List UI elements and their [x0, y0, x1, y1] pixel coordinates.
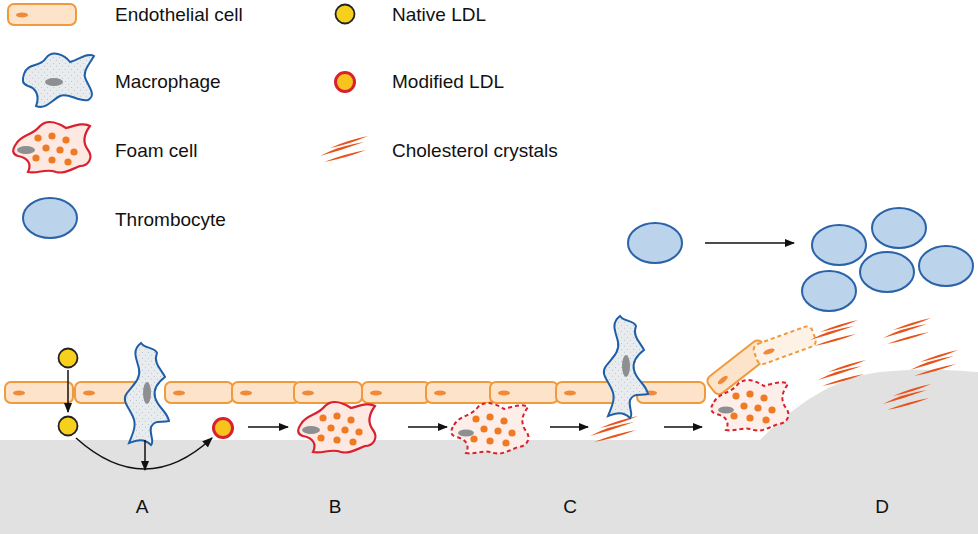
- stage-b-foam-cell: [298, 402, 375, 452]
- legend-label: Thrombocyte: [115, 209, 226, 231]
- legend-label: Endothelial cell: [115, 4, 243, 26]
- stage-letter: D: [875, 496, 889, 518]
- legend-label: Macrophage: [115, 71, 221, 93]
- crystals: [590, 416, 638, 442]
- stage-letter: B: [329, 496, 342, 518]
- stage-letter: A: [136, 496, 149, 518]
- stage-c-dying-foam-cell: [451, 403, 528, 453]
- legend-label: Native LDL: [392, 4, 486, 26]
- stage-d-rupture: [628, 208, 973, 431]
- legend-samples: [8, 4, 368, 238]
- endothelium: [5, 325, 817, 403]
- legend-label: Foam cell: [115, 140, 197, 162]
- legend-label: Cholesterol crystals: [392, 140, 558, 162]
- legend-label: Modified LDL: [392, 71, 504, 93]
- macrophage: [604, 316, 648, 418]
- stage-a-illustration: [59, 343, 233, 470]
- stage-letter: C: [563, 496, 577, 518]
